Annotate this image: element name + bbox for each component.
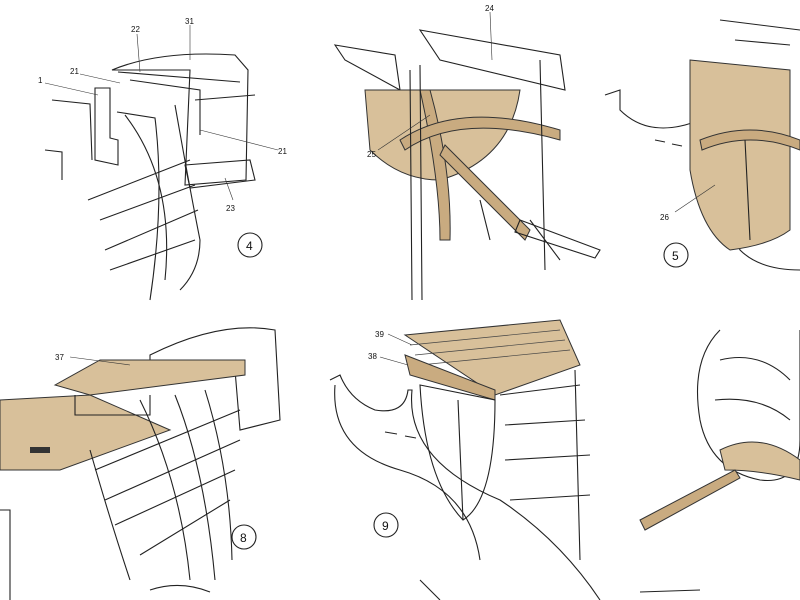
part-label: 23 xyxy=(226,204,235,213)
part-label: 26 xyxy=(660,213,669,222)
part-label: 24 xyxy=(485,4,494,13)
part-label: 39 xyxy=(375,330,384,339)
part-label: 38 xyxy=(368,352,377,361)
figure-step-4 xyxy=(44,53,256,301)
figure-step-8 xyxy=(0,327,281,600)
svg-text:5: 5 xyxy=(672,249,679,263)
part-label: 1 xyxy=(38,76,43,85)
part-label: 25 xyxy=(367,150,376,159)
step-number-5: 5 xyxy=(663,242,689,268)
svg-text:9: 9 xyxy=(382,519,389,533)
part-label: 31 xyxy=(185,17,194,26)
part-label: 22 xyxy=(131,25,140,34)
svg-text:8: 8 xyxy=(240,531,247,545)
step-number-9: 9 xyxy=(373,512,399,538)
figure-step-9 xyxy=(329,319,601,600)
leader-lines xyxy=(44,11,716,366)
part-label: 21 xyxy=(278,147,287,156)
step-number-4: 4 xyxy=(237,232,263,258)
partial-figures-bottom xyxy=(149,579,701,600)
part-label: 21 xyxy=(70,67,79,76)
figure-hand-bending-strip xyxy=(639,329,800,531)
part-label: 37 xyxy=(55,353,64,362)
svg-text:4: 4 xyxy=(246,239,253,253)
figure-step-5 xyxy=(604,19,800,271)
figure-stern-shaping xyxy=(333,29,601,301)
step-number-8: 8 xyxy=(231,524,257,550)
